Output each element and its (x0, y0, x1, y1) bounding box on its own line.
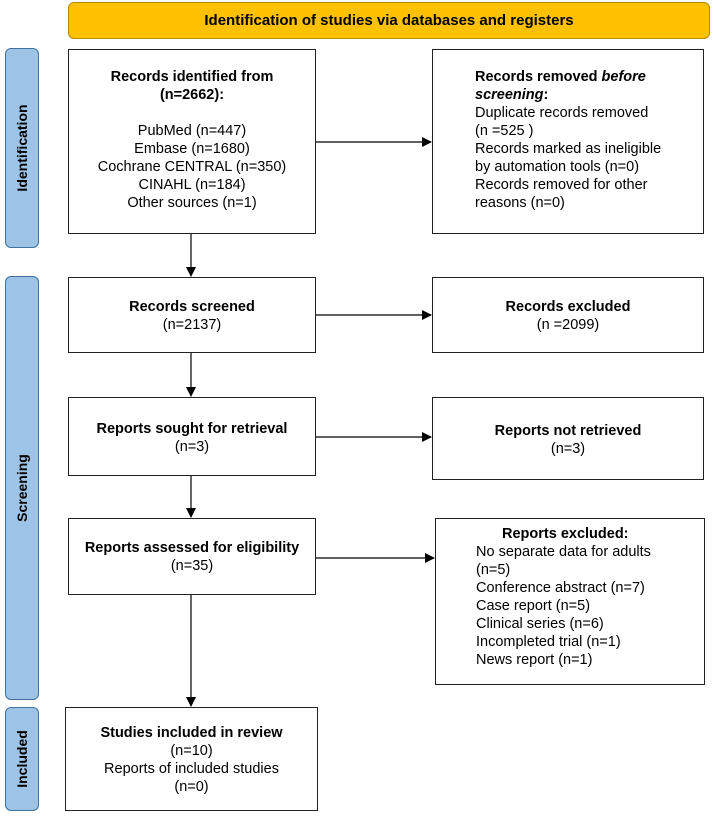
records-removed-title-line2-italic: screening (475, 87, 544, 103)
header-title: Identification of studies via databases … (204, 12, 574, 29)
removed-line-6: reasons (n=0) (475, 195, 565, 211)
records-identified-box: Records identified from (n=2662): PubMed… (68, 49, 316, 234)
records-excluded-count: (n =2099) (536, 317, 600, 333)
source-cochrane: Cochrane CENTRAL (n=350) (97, 159, 287, 175)
records-removed-title-colon: : (543, 87, 549, 103)
phase-label-identification: Identification (5, 48, 39, 248)
excluded-line-6: Incompleted trial (n=1) (476, 634, 621, 650)
reports-assessed-count: (n=35) (170, 558, 214, 574)
records-excluded-title: Records excluded (505, 299, 631, 315)
records-screened-count: (n=2137) (162, 317, 222, 333)
reports-sought-count: (n=3) (174, 439, 210, 455)
removed-line-3: Records marked as ineligible (475, 141, 662, 157)
reports-excluded-box: Reports excluded: No separate data for a… (435, 518, 705, 685)
records-excluded-box: Records excluded (n =2099) (432, 277, 704, 353)
excluded-line-4: Case report (n=5) (476, 598, 591, 614)
reports-included-count: (n=0) (174, 779, 209, 795)
source-cinahl: CINAHL (n=184) (138, 177, 246, 193)
removed-line-1: Duplicate records removed (475, 105, 649, 121)
records-removed-title-prefix: Records removed (475, 69, 602, 85)
records-removed-title-italic: before (601, 69, 646, 85)
studies-included-box: Studies included in review (n=10) Report… (65, 707, 318, 811)
reports-not-retrieved-count: (n=3) (550, 441, 586, 457)
reports-excluded-title: Reports excluded: (502, 526, 629, 542)
reports-not-retrieved-box: Reports not retrieved (n=3) (432, 397, 704, 480)
reports-sought-box: Reports sought for retrieval (n=3) (68, 397, 316, 476)
studies-included-title: Studies included in review (100, 725, 283, 741)
phase-label-screening: Screening (5, 276, 39, 700)
records-screened-box: Records screened (n=2137) (68, 277, 316, 353)
reports-sought-title: Reports sought for retrieval (96, 421, 288, 437)
reports-not-retrieved-title: Reports not retrieved (494, 423, 642, 439)
excluded-line-5: Clinical series (n=6) (476, 616, 604, 632)
studies-included-count: (n=10) (170, 743, 213, 759)
reports-assessed-box: Reports assessed for eligibility (n=35) (68, 518, 316, 595)
records-removed-box: Records removed before screening: Duplic… (432, 49, 704, 234)
source-pubmed: PubMed (n=447) (137, 123, 247, 139)
records-identified-title: Records identified from (110, 69, 274, 85)
records-removed-title-line2: screening: (475, 86, 695, 104)
reports-included-label: Reports of included studies (104, 761, 279, 777)
records-removed-title: Records removed before (475, 68, 695, 86)
diagram-header: Identification of studies via databases … (68, 2, 710, 39)
excluded-line-1: No separate data for adults (476, 544, 651, 560)
removed-line-5: Records removed for other (475, 177, 648, 193)
removed-line-2: (n =525 ) (475, 123, 534, 139)
excluded-line-3: Conference abstract (n=7) (476, 580, 645, 596)
reports-assessed-title: Reports assessed for eligibility (84, 540, 300, 556)
removed-line-4: by automation tools (n=0) (475, 159, 640, 175)
excluded-line-7: News report (n=1) (476, 652, 593, 668)
records-screened-title: Records screened (129, 299, 255, 315)
phase-label-included: Included (5, 707, 39, 811)
excluded-line-2: (n=5) (476, 562, 511, 578)
source-embase: Embase (n=1680) (134, 141, 250, 157)
source-other: Other sources (n=1) (127, 195, 257, 211)
records-identified-count: (n=2662): (159, 87, 225, 103)
